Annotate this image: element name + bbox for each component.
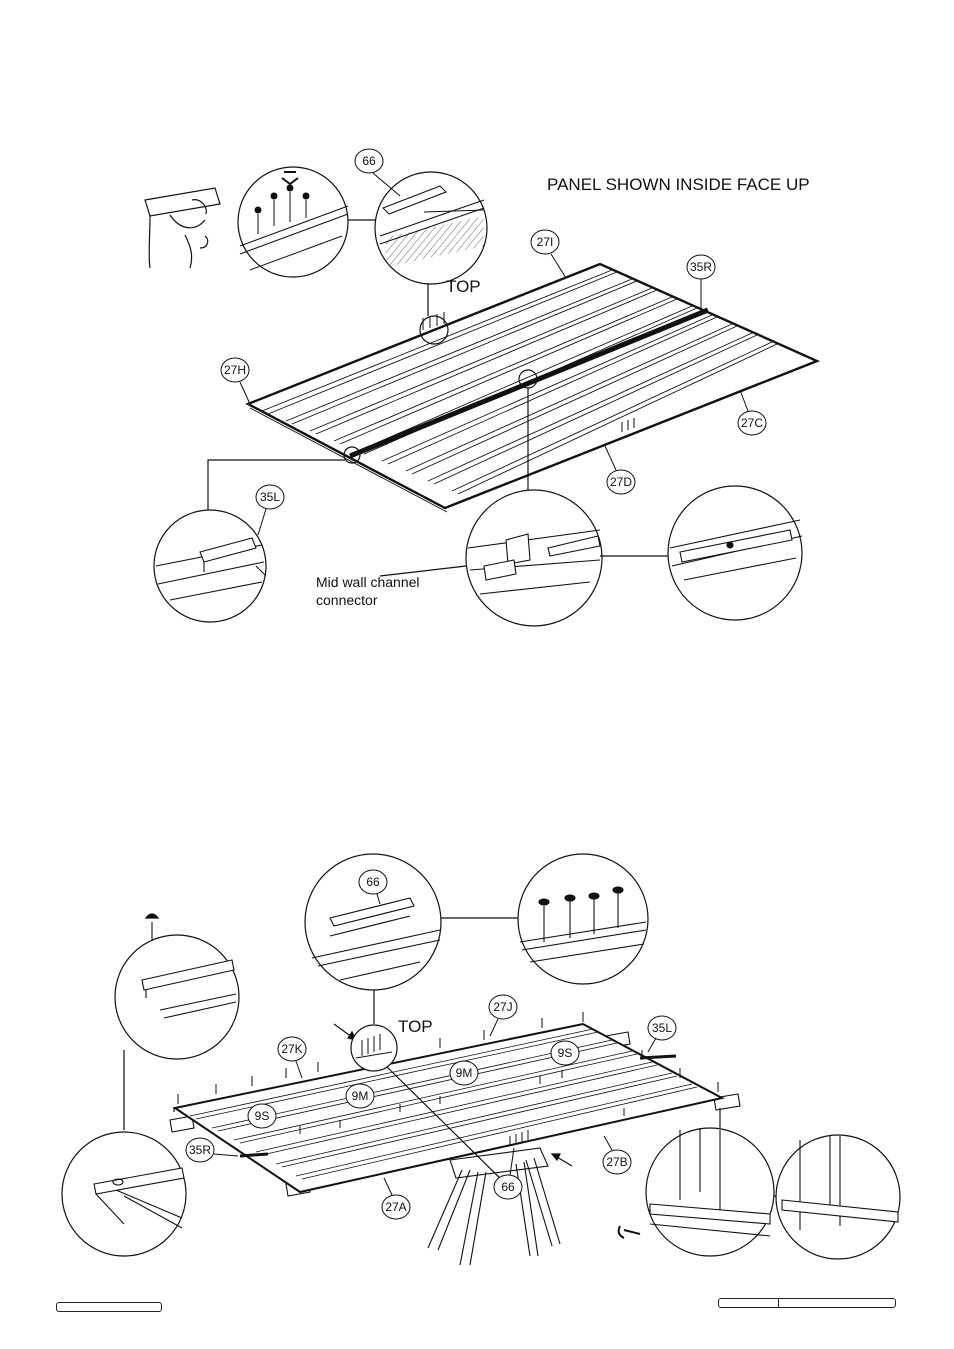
footer-left-box: [56, 1302, 162, 1312]
bolt-pins: [177, 1012, 719, 1146]
top-label-1: TOP: [446, 277, 481, 296]
part-labels-top: [220, 148, 767, 536]
part-9M-a: 9M: [456, 1066, 473, 1080]
detail-screws-circle: [237, 166, 349, 278]
detail-35L-circle: [153, 509, 267, 623]
detail-66b-circle: [304, 853, 442, 991]
part-66-b2: 66: [501, 1180, 515, 1194]
part-9S-b: 9S: [255, 1109, 270, 1123]
detail-corner-circle: [775, 1134, 901, 1260]
part-35R-top: 35R: [690, 260, 712, 274]
detail-35R-circle: [61, 1131, 187, 1257]
part-9S-a: 9S: [558, 1046, 573, 1060]
callout-line1: Mid wall channel: [316, 574, 420, 590]
part-35R-b: 35R: [189, 1143, 211, 1157]
detail-connector-circle: [465, 489, 603, 627]
caption-panel-inside: PANEL SHOWN INSIDE FACE UP: [547, 175, 810, 194]
top-figure: [144, 148, 821, 627]
part-35L-top: 35L: [260, 490, 280, 504]
part-27B: 27B: [606, 1155, 627, 1169]
part-labels-bottom: [185, 869, 677, 1220]
part-66-top: 66: [362, 154, 376, 168]
part-27K: 27K: [281, 1042, 302, 1056]
part-27I: 27I: [537, 235, 554, 249]
part-27J: 27J: [493, 1000, 512, 1014]
part-66-b1: 66: [366, 875, 380, 889]
screw-icon: [144, 913, 160, 919]
detail-screws-b-circle: [517, 853, 649, 985]
footer-right-box: [718, 1298, 896, 1308]
detail-assembled-circle: [667, 485, 803, 621]
mid-wall-channel: [349, 307, 709, 459]
footer-right-divider: [778, 1298, 779, 1308]
part-9M-b: 9M: [352, 1089, 369, 1103]
wall-panel: [245, 262, 821, 510]
callout-line2: connector: [316, 592, 378, 608]
bottom-figure: [61, 853, 901, 1266]
screws-top-panel: [422, 312, 635, 432]
part-27D: 27D: [610, 475, 632, 489]
part-27H: 27H: [224, 363, 246, 377]
part-35L-b: 35L: [652, 1021, 672, 1035]
detail-wall-circle: [645, 1127, 775, 1257]
part-27C: 27C: [741, 416, 763, 430]
hand-icon: [144, 187, 221, 269]
panel-ribs: [249, 269, 778, 513]
top-label-2: TOP: [398, 1017, 433, 1036]
part-27A: 27A: [385, 1200, 406, 1214]
